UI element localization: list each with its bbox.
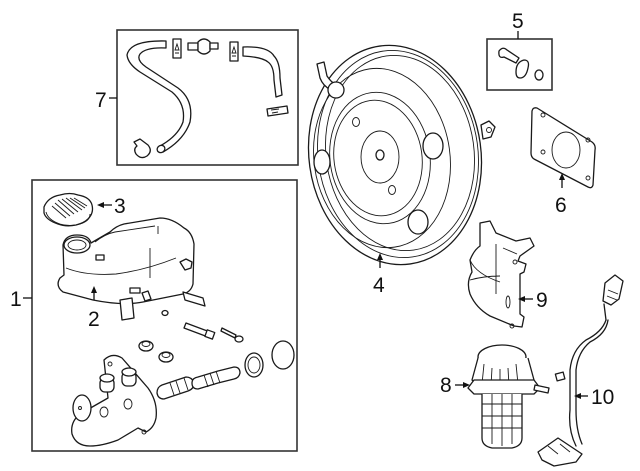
callout-8[interactable]: 8 [440,374,470,397]
callout-7[interactable]: 7 [95,89,117,112]
callout-5-label: 5 [512,10,524,33]
hose-connector-right[interactable] [229,41,239,62]
screw[interactable] [220,327,244,343]
hose-clamp[interactable] [133,138,151,159]
fitting-o-ring[interactable] [534,69,544,81]
check-valve[interactable] [187,38,219,55]
o-ring[interactable] [271,340,295,370]
fitting-bolt[interactable] [498,47,520,64]
hose-connector-left[interactable] [172,38,182,59]
callout-10[interactable]: 10 [574,386,614,409]
callout-7-label: 7 [95,89,107,112]
primary-piston[interactable] [191,366,241,390]
pump-bracket[interactable] [467,220,535,329]
brake-booster[interactable] [295,34,496,276]
callout-4-label: 4 [373,274,385,297]
fitting-grommet[interactable] [515,59,530,79]
reservoir-grommet-1[interactable] [138,340,154,352]
callout-1[interactable]: 1 [10,288,32,311]
brake-fluid-reservoir[interactable] [57,217,206,321]
callout-3-label: 3 [114,195,126,218]
piston-seal[interactable] [244,352,264,378]
group-box-5[interactable] [486,38,553,91]
hose-clip[interactable] [266,105,289,117]
reservoir-grommet-3[interactable] [161,309,169,317]
vacuum-hose-short[interactable] [242,46,283,98]
wire-harness[interactable] [537,274,624,467]
reservoir-grommet-2[interactable] [158,351,174,363]
callout-9-label: 9 [536,289,548,312]
master-cylinder-body[interactable] [71,354,157,447]
callout-2-label: 2 [88,308,100,331]
retaining-pin[interactable] [183,322,216,340]
group-box-7[interactable] [116,29,299,166]
secondary-piston[interactable] [156,376,195,400]
group-box-1[interactable] [31,179,298,452]
callout-3[interactable]: 3 [97,195,126,218]
callout-5[interactable]: 5 [512,10,524,39]
booster-gasket[interactable] [530,107,596,189]
callout-2[interactable]: 2 [88,286,100,331]
callout-4[interactable]: 4 [373,253,385,297]
callout-8-label: 8 [440,374,452,397]
vacuum-pump[interactable] [467,344,550,449]
callout-9[interactable]: 9 [518,289,548,312]
reservoir-cap[interactable] [43,192,94,227]
callout-6[interactable]: 6 [555,173,567,217]
callout-10-label: 10 [591,386,614,409]
callout-1-label: 1 [10,288,22,311]
callout-6-label: 6 [555,194,567,217]
